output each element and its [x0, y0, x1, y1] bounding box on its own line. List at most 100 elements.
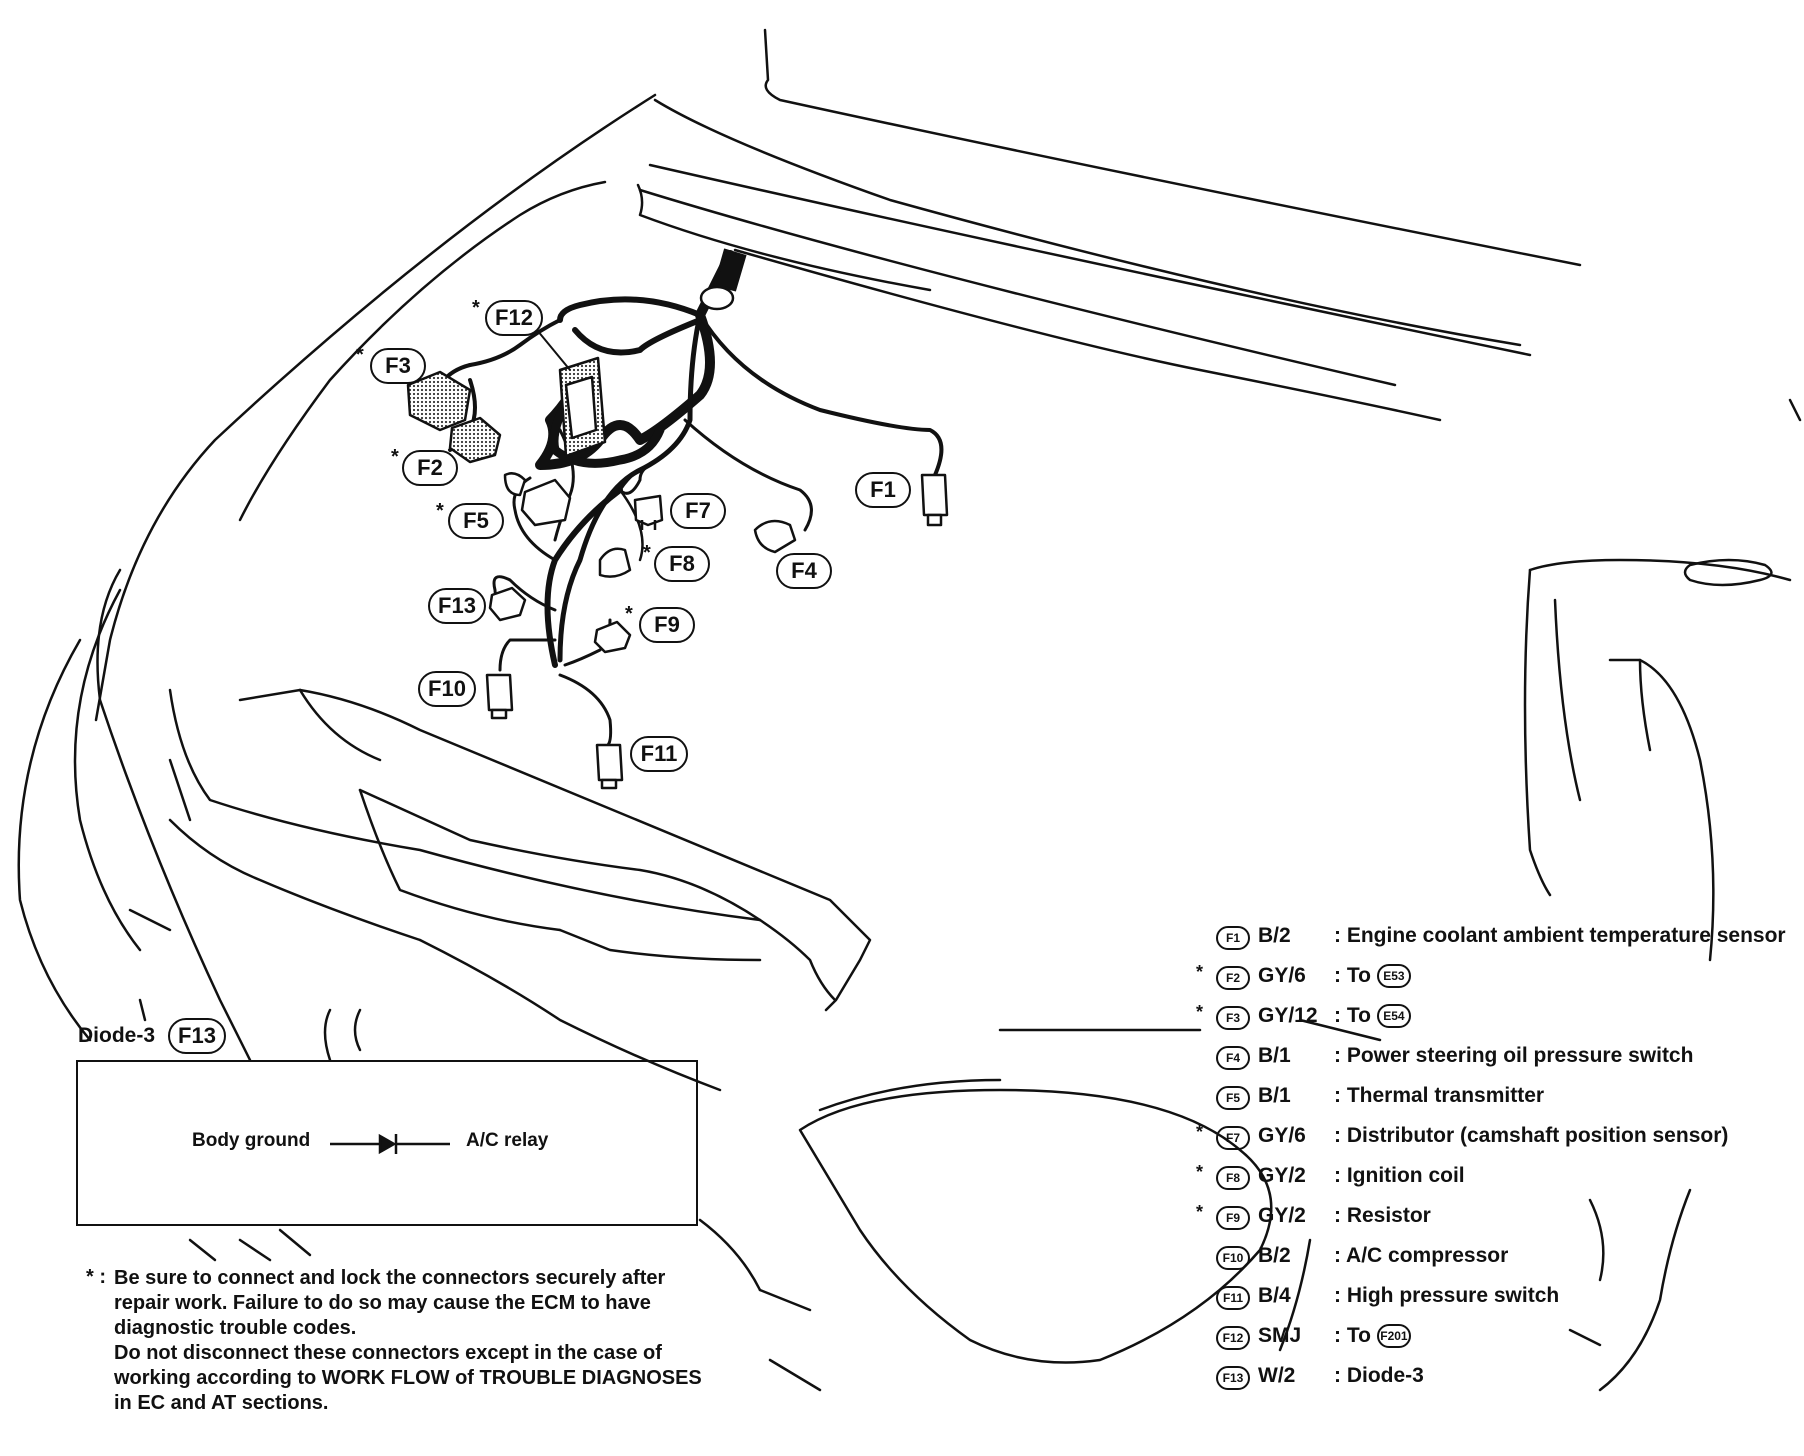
legend-badge: F3: [1216, 1006, 1250, 1030]
star-f2: *: [391, 446, 399, 468]
legend-desc: : Diode-3: [1334, 1364, 1424, 1387]
legend-desc: : Power steering oil pressure switch: [1334, 1044, 1694, 1067]
strut-tower: [1528, 558, 1792, 582]
legend-desc: : A/C compressor: [1334, 1244, 1509, 1267]
legend-code: GY/2: [1258, 1204, 1306, 1227]
star-f3: *: [356, 344, 364, 366]
legend-code: GY/6: [1258, 1124, 1306, 1147]
headlight-outline: [798, 1088, 1273, 1364]
legend-row: * F9 GY/2 : Resistor: [1196, 1202, 1796, 1242]
legend-star: *: [1196, 1202, 1204, 1222]
legend-row: F1 B/2 : Engine coolant ambient temperat…: [1196, 922, 1796, 962]
callout-f10: F10: [418, 671, 476, 707]
star-f9: *: [625, 603, 633, 625]
legend-code: W/2: [1258, 1364, 1296, 1387]
legend-badge: F13: [1216, 1366, 1250, 1390]
legend-row: * F7 GY/6 : Distributor (camshaft positi…: [1196, 1122, 1796, 1162]
legend-code: B/1: [1258, 1044, 1291, 1067]
connector-f13-body: [488, 586, 527, 622]
legend-code: SMJ: [1258, 1324, 1302, 1347]
legend-badge: F7: [1216, 1126, 1250, 1150]
hood-outline: [763, 28, 1582, 267]
legend-row: F4 B/1 : Power steering oil pressure swi…: [1196, 1042, 1796, 1082]
legend-row: F5 B/1 : Thermal transmitter: [1196, 1082, 1796, 1122]
callout-f3: F3: [370, 348, 426, 384]
callout-f2: F2: [402, 450, 458, 486]
star-f12: *: [472, 297, 480, 319]
diode-title: Diode-3: [78, 1024, 156, 1047]
connector-f8-body: [598, 547, 632, 578]
legend-badge: F9: [1216, 1206, 1250, 1230]
connector-f7-body: [520, 478, 572, 527]
footnote-line: diagnostic trouble codes.: [114, 1317, 357, 1339]
connector-f5-body: [633, 494, 664, 527]
legend-star: *: [1196, 962, 1204, 982]
footnote-line: working according to WORK FLOW of TROUBL…: [114, 1367, 702, 1389]
legend-row: F11 B/4 : High pressure switch: [1196, 1282, 1796, 1322]
footnote: * : Be sure to connect and lock the conn…: [86, 1266, 786, 1416]
legend-badge: F1: [1216, 926, 1250, 950]
callout-f7: F5: [448, 503, 504, 539]
footnote-line: Be sure to connect and lock the connecto…: [114, 1267, 666, 1289]
legend-badge: F11: [1216, 1286, 1250, 1310]
footnote-line: Do not disconnect these connectors excep…: [114, 1342, 662, 1364]
grommet: [699, 285, 735, 311]
legend-badge: F12: [1216, 1326, 1250, 1350]
diode-left-label: Body ground: [192, 1130, 311, 1151]
callout-f11: F11: [630, 736, 688, 772]
diode-right-label: A/C relay: [466, 1130, 549, 1151]
legend-code: GY/6: [1258, 964, 1306, 987]
legend-desc: : High pressure switch: [1334, 1284, 1560, 1307]
connector-f10-body: [485, 673, 514, 712]
legend-desc: : Engine coolant ambient temperature sen…: [1334, 924, 1786, 947]
diode-symbol: [330, 1133, 450, 1155]
legend-badge: F8: [1216, 1166, 1250, 1190]
footnote-marker: * :: [86, 1266, 106, 1288]
callout-f9: F9: [639, 607, 695, 643]
legend-code: B/2: [1258, 924, 1291, 947]
star-f7: *: [436, 500, 444, 522]
legend-code: GY/2: [1258, 1164, 1306, 1187]
legend-row: F13 W/2 : Diode-3: [1196, 1362, 1796, 1402]
legend-desc: : Resistor: [1334, 1204, 1431, 1227]
connector-legend: F1 B/2 : Engine coolant ambient temperat…: [1196, 922, 1796, 1402]
connector-f9-body: [593, 620, 632, 654]
legend-to-badge: E54: [1376, 1004, 1411, 1029]
callout-f8: F8: [654, 546, 710, 582]
connector-f4-body: [753, 519, 797, 554]
legend-to-badge: F201: [1376, 1324, 1411, 1349]
callout-f12: F12: [485, 300, 543, 336]
callout-f5: F7: [670, 493, 726, 529]
legend-row: * F8 GY/2 : Ignition coil: [1196, 1162, 1796, 1202]
radiator-support: [238, 688, 872, 1012]
legend-star: *: [1196, 1002, 1204, 1022]
legend-desc: : Distributor (camshaft position sensor): [1334, 1124, 1729, 1147]
legend-code: B/2: [1258, 1244, 1291, 1267]
diode-box: [76, 1060, 698, 1226]
footnote-line: repair work. Failure to do so may cause …: [114, 1292, 651, 1314]
diode-badge: F13: [168, 1018, 226, 1054]
footnote-line: in EC and AT sections.: [114, 1392, 329, 1414]
legend-star: *: [1196, 1122, 1204, 1142]
legend-desc: : Ignition coil: [1334, 1164, 1465, 1187]
callout-f1: F1: [855, 472, 911, 508]
connector-f11-body: [595, 743, 624, 782]
connector-f1-body: [920, 473, 949, 517]
legend-to-badge: E53: [1376, 964, 1411, 989]
fender-left: [96, 568, 252, 1062]
legend-row: F10 B/2 : A/C compressor: [1196, 1242, 1796, 1282]
legend-code: B/1: [1258, 1084, 1291, 1107]
connector-f3-body: [406, 370, 472, 432]
legend-badge: F5: [1216, 1086, 1250, 1110]
legend-badge: F4: [1216, 1046, 1250, 1070]
legend-badge: F2: [1216, 966, 1250, 990]
callout-f4: F4: [776, 553, 832, 589]
legend-desc: : Thermal transmitter: [1334, 1084, 1545, 1107]
